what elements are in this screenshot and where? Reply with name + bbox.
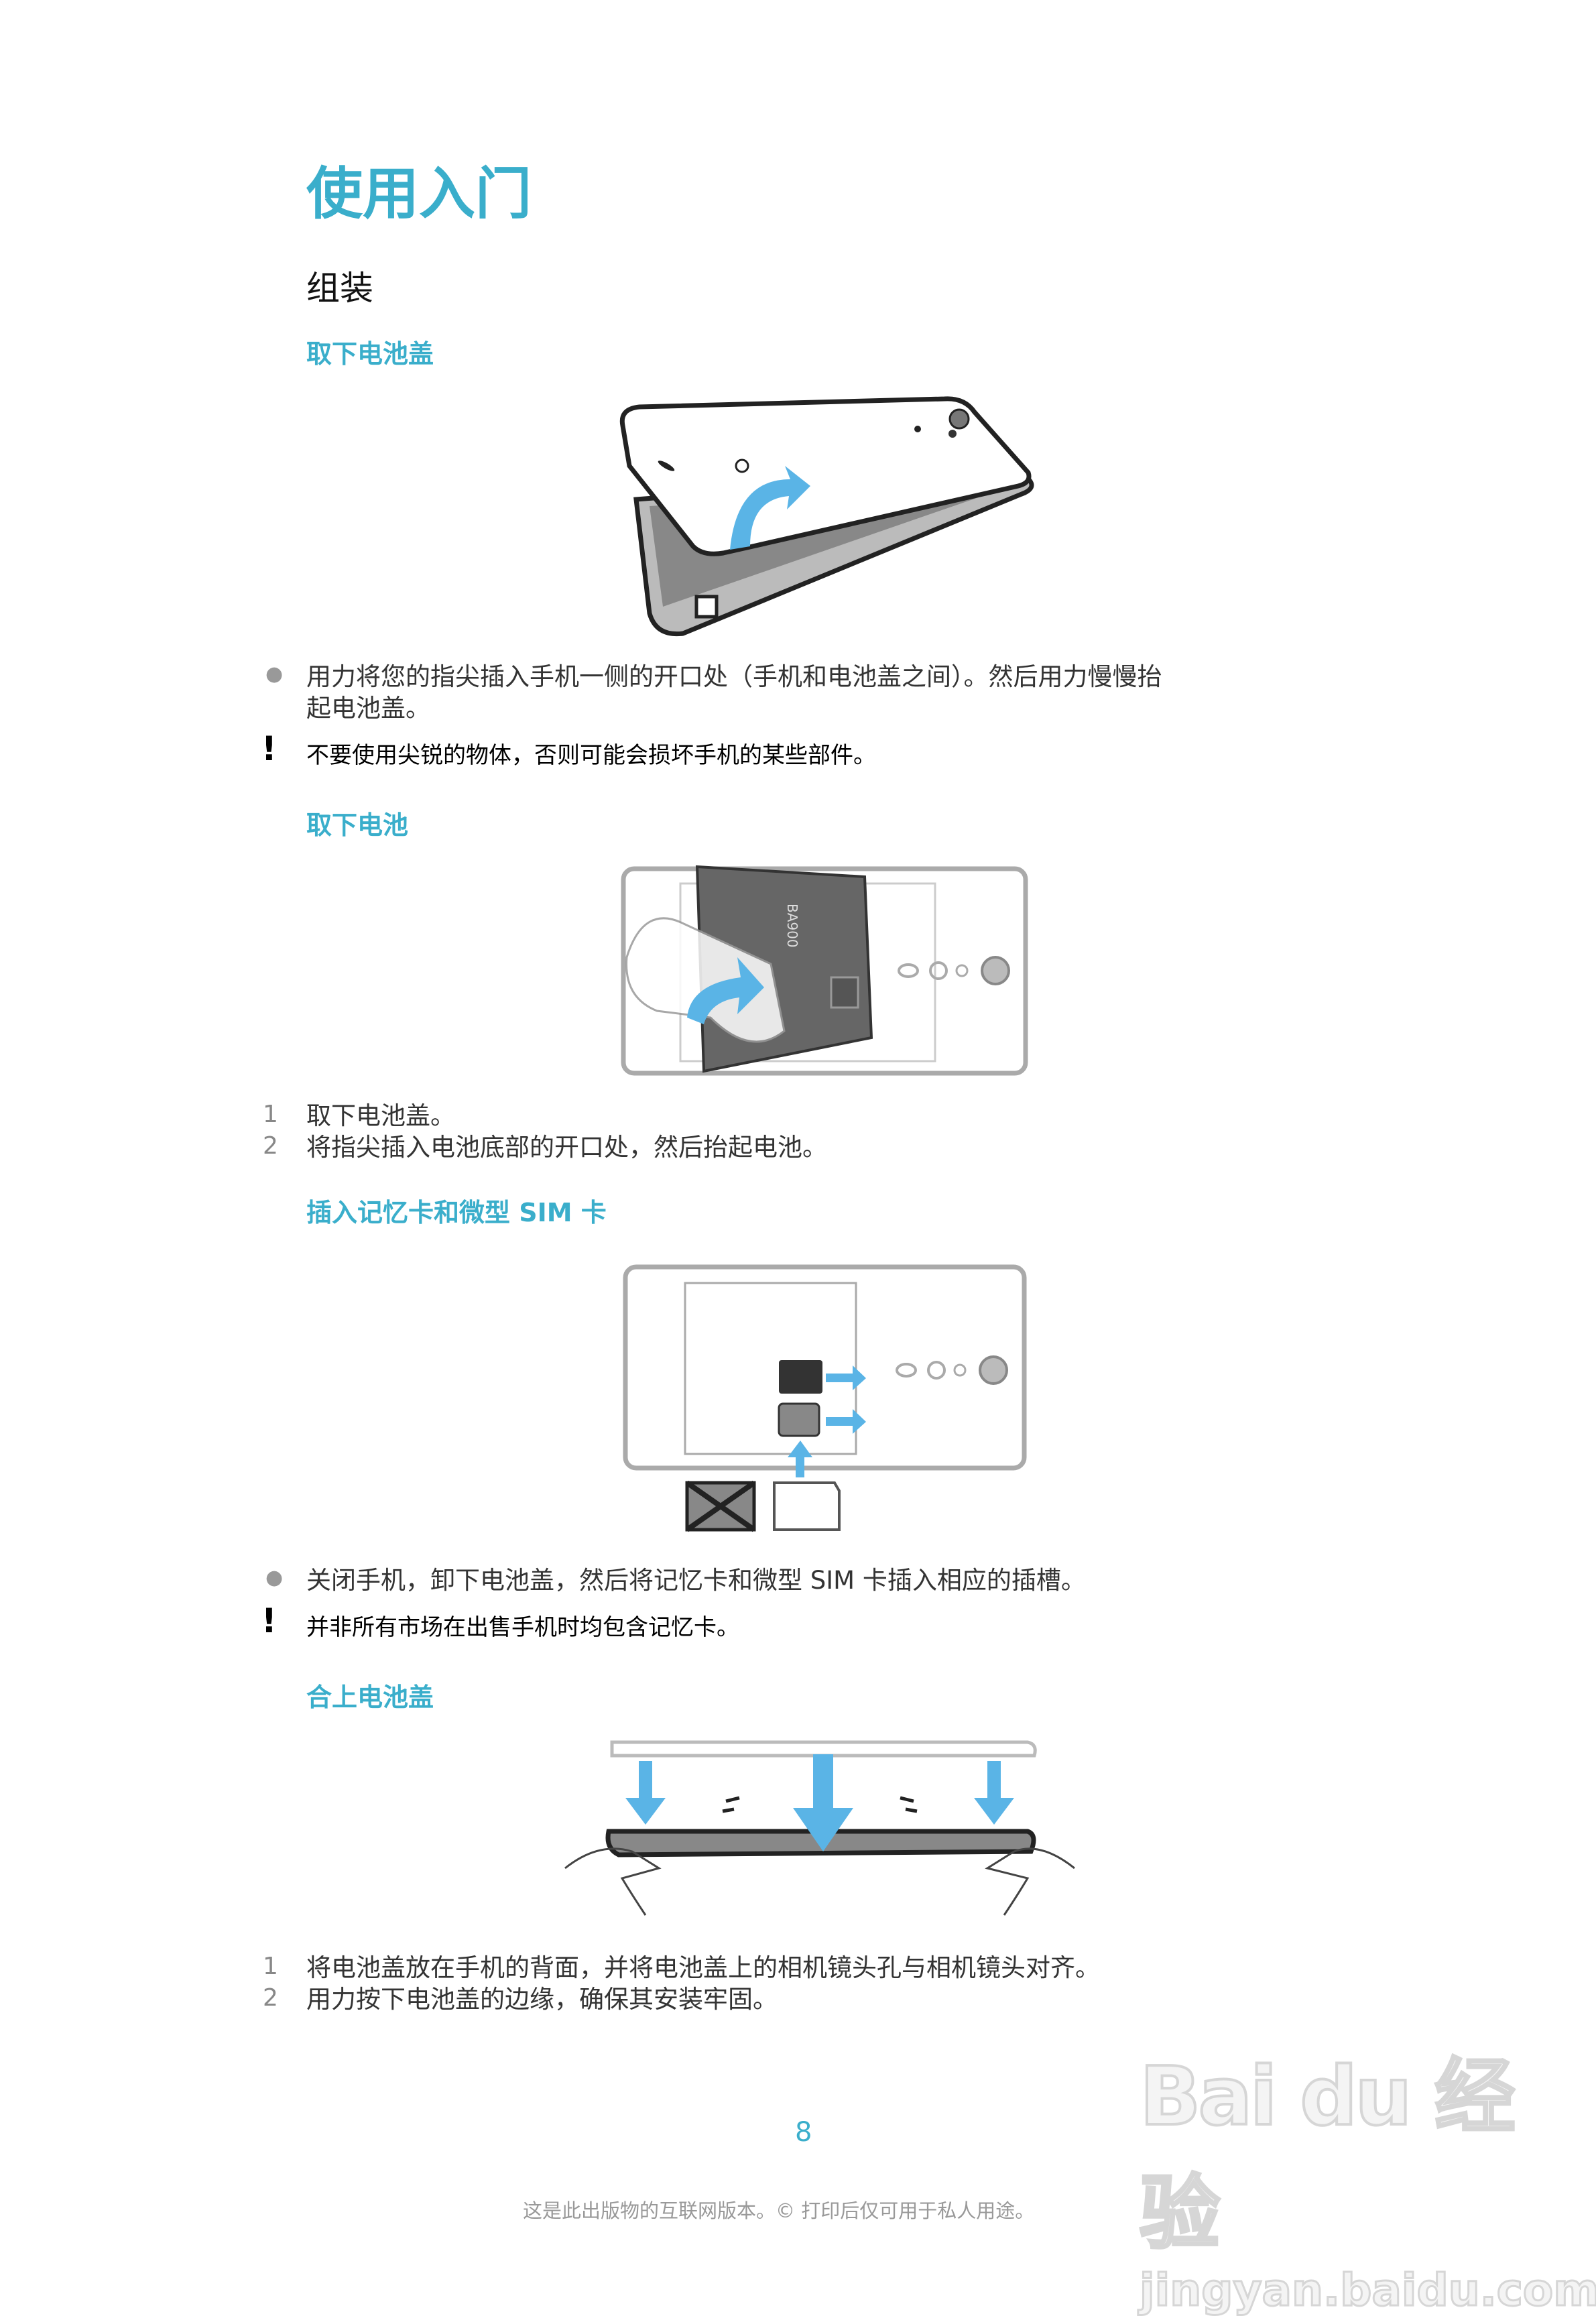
instruction-text: 用力将您的指尖插入手机一侧的开口处（手机和电池盖之间）。然后用力慢慢抬 起电池盖… bbox=[306, 661, 1162, 724]
footer-notice: 这是此出版物的互联网版本。© 打印后仅可用于私人用途。 bbox=[523, 2199, 1035, 2222]
step-text: 用力按下电池盖的边缘，确保其安装牢固。 bbox=[306, 1985, 778, 2014]
instruction-text: 关闭手机，卸下电池盖，然后将记忆卡和微型 SIM 卡插入相应的插槽。 bbox=[306, 1566, 1086, 1595]
step-number: 1 bbox=[263, 1953, 278, 1980]
page-title: 使用入门 bbox=[306, 161, 532, 227]
bullet-icon: ● bbox=[265, 1566, 284, 1589]
warning-icon: ! bbox=[261, 729, 277, 768]
section-title: 组装 bbox=[306, 269, 373, 308]
remove-cover-illustration bbox=[619, 396, 1034, 637]
page-number: 8 bbox=[795, 2117, 812, 2148]
watermark-logo: Bai du 经验 bbox=[1138, 2049, 1516, 2262]
heading-remove-cover: 取下电池盖 bbox=[306, 339, 434, 369]
warning-icon: ! bbox=[261, 1601, 277, 1640]
heading-close-cover: 合上电池盖 bbox=[306, 1683, 434, 1712]
heading-insert-cards: 插入记忆卡和微型 SIM 卡 bbox=[306, 1198, 607, 1227]
insert-cards-illustration bbox=[623, 1264, 1027, 1532]
instruction-line: 起电池盖。 bbox=[306, 694, 430, 723]
step-number: 2 bbox=[263, 1984, 278, 2012]
bullet-icon: ● bbox=[265, 662, 284, 686]
step-text: 取下电池盖。 bbox=[306, 1101, 455, 1130]
step-text: 将指尖插入电池底部的开口处，然后抬起电池。 bbox=[306, 1133, 827, 1162]
battery-label: BA900 bbox=[784, 904, 800, 948]
baidu-watermark: Bai du 经验 jingyan.baidu.com bbox=[1138, 2031, 1596, 2316]
step-text: 将电池盖放在手机的背面，并将电池盖上的相机镜头孔与相机镜头对齐。 bbox=[306, 1953, 1100, 1982]
warning-text: 并非所有市场在出售手机时均包含记忆卡。 bbox=[306, 1614, 739, 1641]
warning-text: 不要使用尖锐的物体，否则可能会损坏手机的某些部件。 bbox=[306, 742, 876, 769]
remove-battery-illustration: BA900 bbox=[621, 865, 1028, 1076]
instruction-line: 用力将您的指尖插入手机一侧的开口处（手机和电池盖之间）。然后用力慢慢抬 bbox=[306, 662, 1162, 691]
watermark-url: jingyan.baidu.com bbox=[1139, 2264, 1596, 2316]
close-cover-illustration bbox=[564, 1740, 1075, 1916]
step-number: 1 bbox=[263, 1101, 278, 1128]
step-number: 2 bbox=[263, 1132, 278, 1160]
heading-remove-battery: 取下电池 bbox=[306, 810, 409, 840]
